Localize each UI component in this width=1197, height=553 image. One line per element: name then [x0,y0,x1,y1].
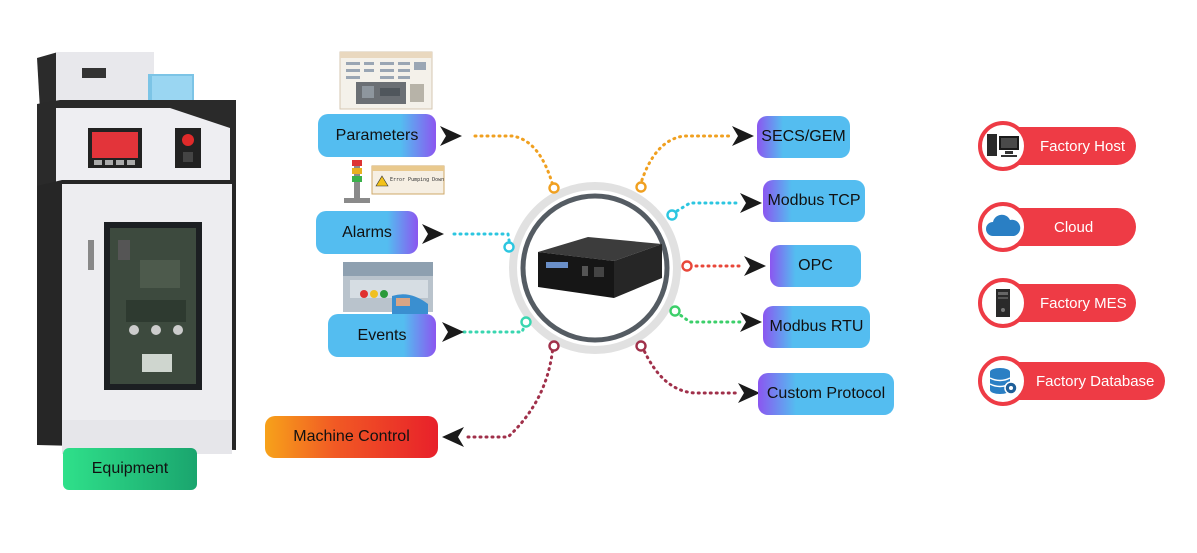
destination-label: Factory Database [1036,372,1155,390]
equipment-pill: Equipment [63,448,197,490]
destination-label: Factory Host [1040,137,1126,155]
alarms-label: Alarms [342,223,392,241]
gateway-device-image [538,237,662,298]
computer-icon [978,121,1028,171]
machine-control-pill: Machine Control [265,416,438,458]
alarms-pill: Alarms [316,211,418,254]
events-screenshot [343,262,433,314]
protocol-label: SECS/GEM [761,128,846,145]
destination-label: Cloud [1054,218,1094,236]
destination-label: Factory MES [1040,294,1127,312]
parameters-screenshot [339,51,433,110]
protocol-opc: OPC [770,245,861,287]
machine-control-label: Machine Control [293,428,410,445]
protocol-custom: Custom Protocol [758,373,894,415]
arrowheads [422,126,766,447]
events-label: Events [357,326,407,344]
parameters-pill: Parameters [318,114,436,157]
protocol-label: Modbus TCP [767,192,861,209]
alarms-screenshot [344,160,445,203]
cloud-icon [978,202,1028,252]
protocol-label: Custom Protocol [766,385,886,402]
connector-nodes [503,181,693,352]
protocol-modbus-rtu: Modbus RTU [763,306,870,348]
parameters-label: Parameters [335,126,419,144]
alarm-popup-text: Error Pumping Down [390,177,445,183]
protocol-label: OPC [798,257,833,274]
protocol-secs-gem: SECS/GEM [757,116,850,158]
events-pill: Events [328,314,436,357]
equipment-label: Equipment [91,460,169,477]
equipment-machine-image [37,52,236,454]
protocol-modbus-tcp: Modbus TCP [763,180,865,222]
database-icon [978,356,1028,406]
hub-ring [509,182,681,354]
protocol-label: Modbus RTU [769,318,864,335]
tower-pc-icon [978,278,1028,328]
